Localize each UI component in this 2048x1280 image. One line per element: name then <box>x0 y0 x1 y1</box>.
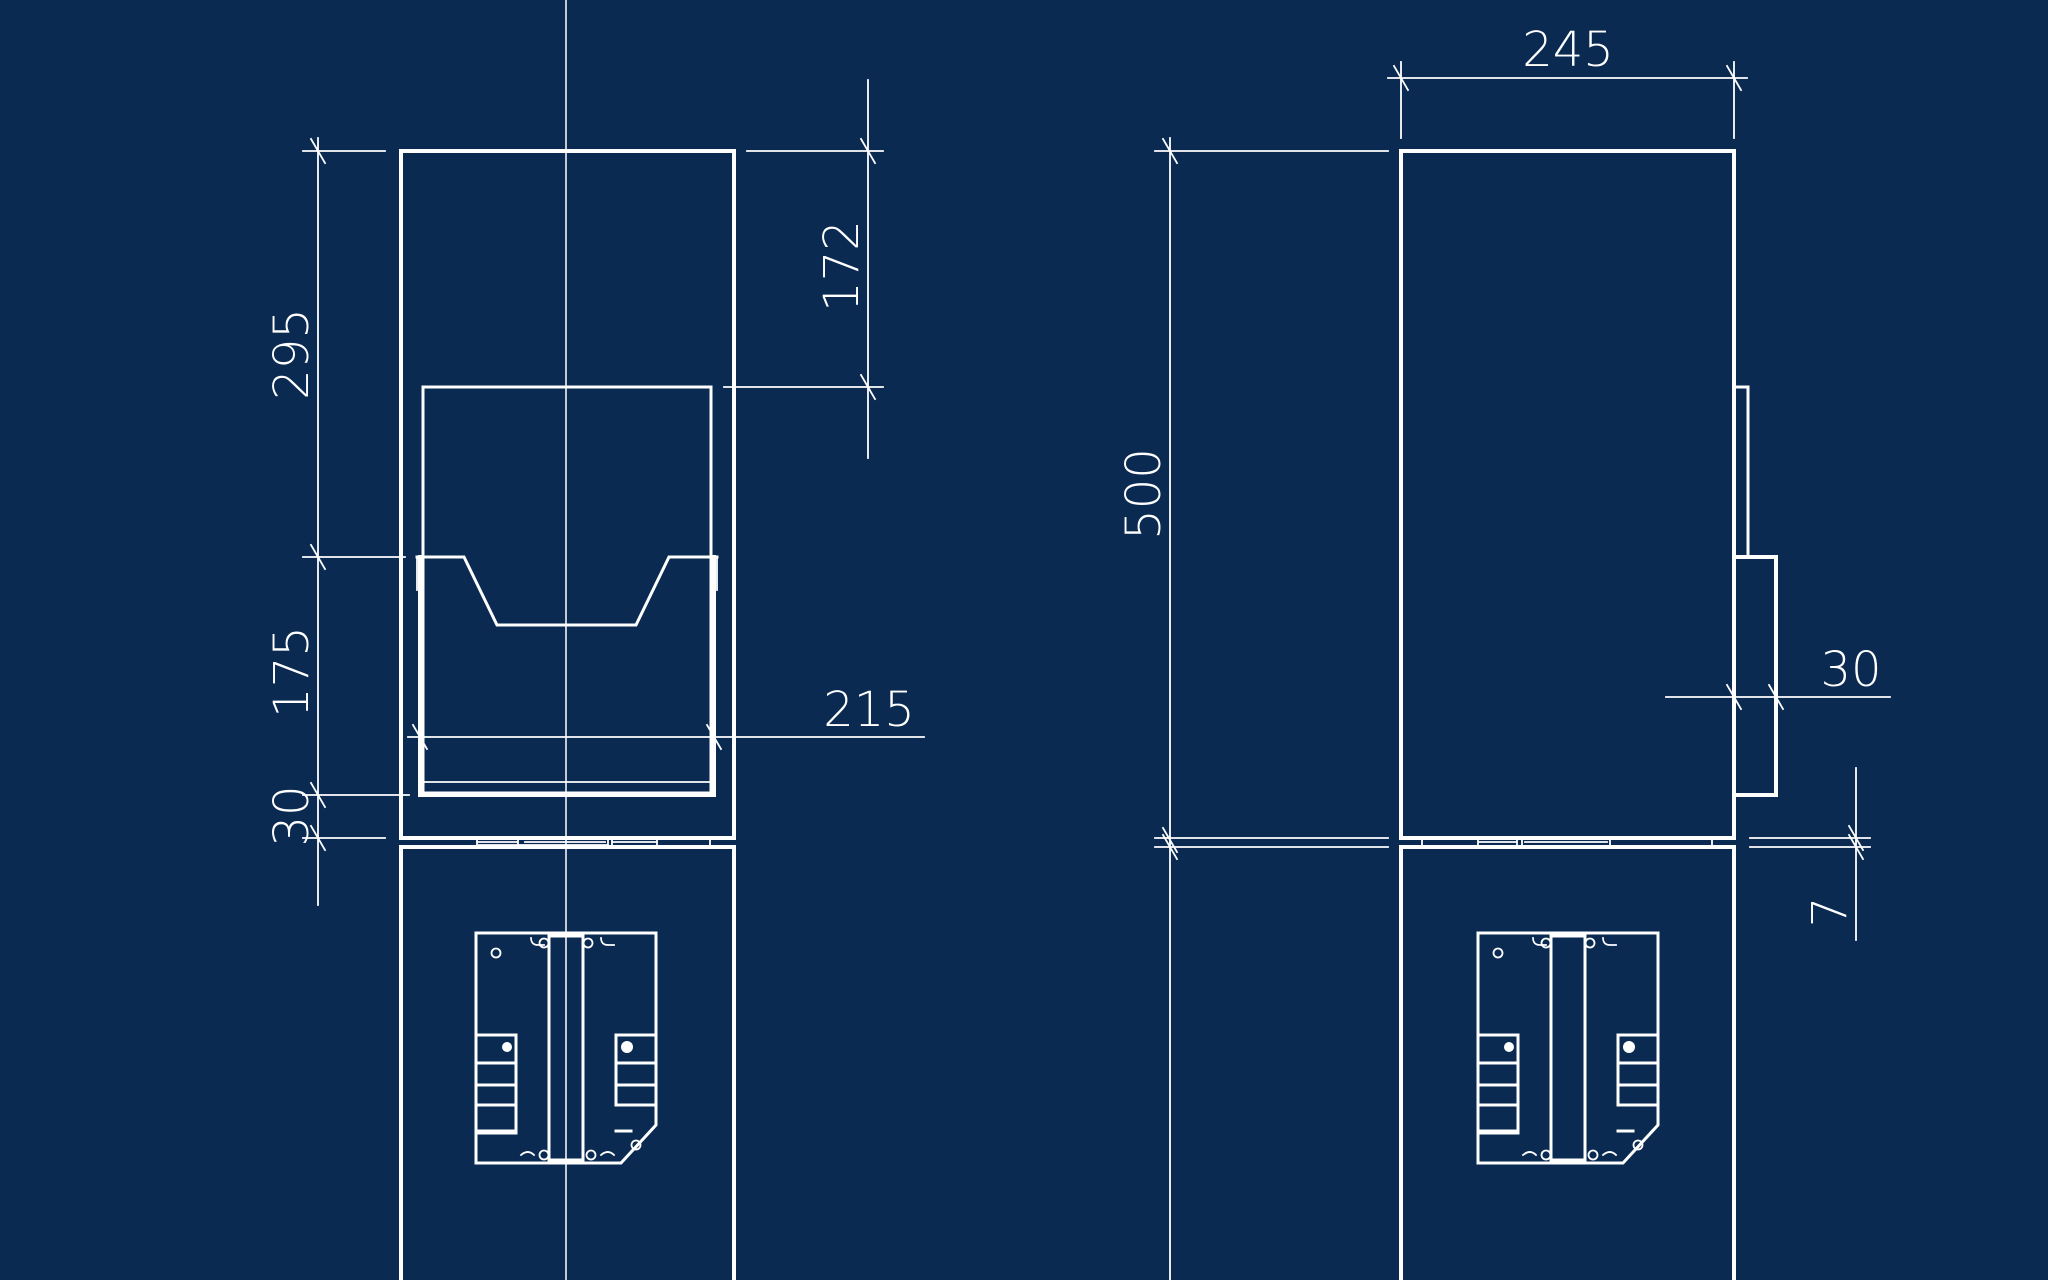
front-view: 295 175 30 172 215 <box>264 0 925 1280</box>
side-base-outline <box>1399 845 1736 1280</box>
dim-500: 500 <box>1116 137 1389 1280</box>
tray-outline <box>418 555 716 797</box>
tray-handle-cutout <box>415 555 719 627</box>
dim-30-front: 30 <box>264 785 320 846</box>
dim-172: 172 <box>723 79 884 459</box>
dim-30-side: 30 <box>1665 642 1891 710</box>
side-view: 245 500 30 7 <box>1116 22 1891 1280</box>
dim-chain-left: 295 175 30 <box>264 137 410 906</box>
side-tray-profile <box>1732 555 1778 797</box>
dim-295: 295 <box>264 308 320 400</box>
side-mounting-bracket <box>1476 931 1660 1165</box>
dim-245-label: 245 <box>1522 22 1614 78</box>
dim-215: 215 <box>407 682 925 750</box>
dim-7: 7 <box>1749 767 1871 941</box>
dim-215-label: 215 <box>823 682 915 738</box>
dim-172-label: 172 <box>814 220 870 312</box>
inner-compartment <box>421 385 713 795</box>
front-joint <box>476 837 711 848</box>
dim-245: 245 <box>1387 22 1748 139</box>
dim-30-side-label: 30 <box>1820 642 1881 698</box>
dim-175: 175 <box>264 626 320 718</box>
side-joint <box>1421 837 1713 848</box>
dim-500-label: 500 <box>1116 448 1172 540</box>
side-compartment-profile <box>1732 385 1750 559</box>
front-base-outline <box>399 845 736 1280</box>
side-body-outline <box>1399 149 1736 840</box>
dim-7-label: 7 <box>1802 897 1858 928</box>
front-body-outline <box>399 149 736 840</box>
